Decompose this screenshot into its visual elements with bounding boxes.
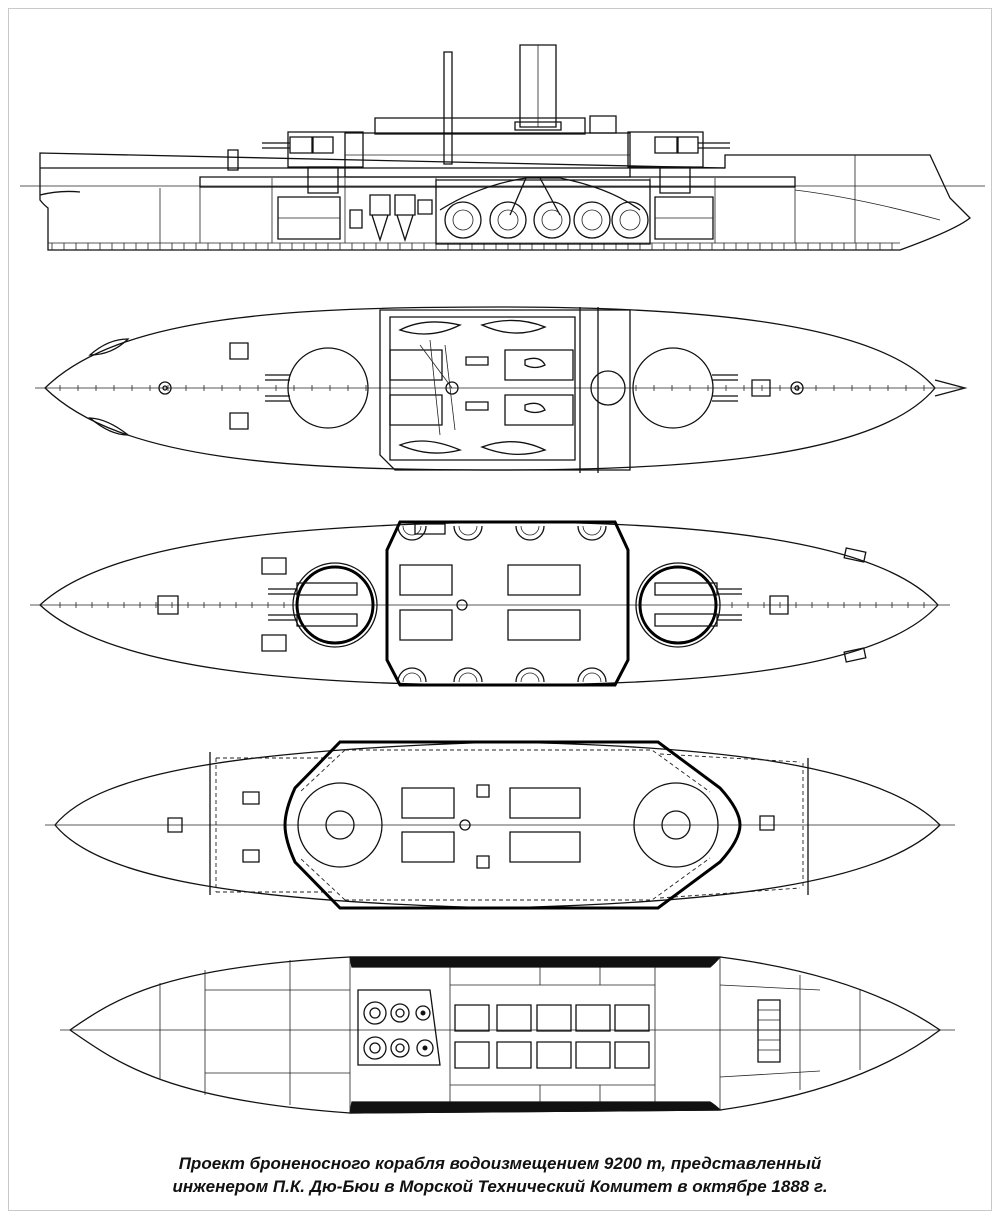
- fore-barbette: [268, 563, 377, 647]
- hold-compartments: [455, 1005, 649, 1068]
- keel-blocks: [52, 243, 892, 250]
- boiler-circles: [364, 1002, 433, 1059]
- aft-barbette: [636, 563, 742, 647]
- lower-deck-plan-view: [0, 730, 1000, 915]
- engine-group: [350, 195, 432, 240]
- ventilator-arcs: [398, 526, 606, 682]
- boiler-group: [445, 202, 648, 238]
- drawing-frame: [8, 8, 992, 1211]
- centerline-ticks: [60, 602, 924, 608]
- figure-caption: Проект броненосного корабля водоизмещени…: [0, 1152, 1000, 1198]
- battery-deck-plan-view: [0, 510, 1000, 695]
- upper-deck-plan-view: [0, 295, 1000, 480]
- side-elevation-view: [0, 40, 1000, 265]
- centerline-ticks: [60, 385, 924, 391]
- hold-plan-view: [0, 945, 1000, 1135]
- caption-line-1: Проект броненосного корабля водоизмещени…: [178, 1154, 822, 1173]
- caption-line-2: инженером П.К. Дю-Бюи в Морской Техничес…: [172, 1177, 828, 1196]
